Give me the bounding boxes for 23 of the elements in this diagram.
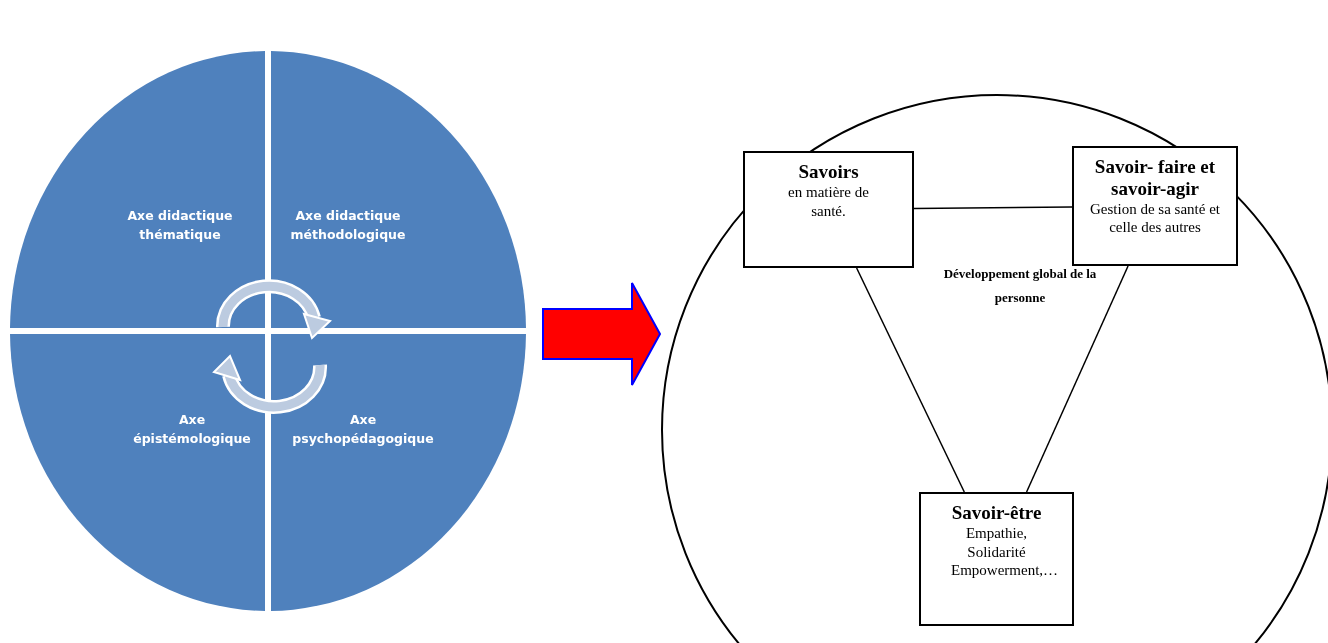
segment-label: Axe psychopédagogique <box>291 411 435 449</box>
box-heading: Savoir- faire et savoir-agir <box>1093 156 1217 200</box>
skill-box <box>743 151 914 268</box>
skill-box <box>919 492 1074 626</box>
box-heading: Savoir-être <box>950 502 1043 524</box>
skill-box <box>1072 146 1238 266</box>
quadrant-segment <box>10 51 265 328</box>
connector-line <box>1025 265 1129 493</box>
box-text: en matière de santé. <box>787 182 870 221</box>
quadrant-segment <box>10 334 265 611</box>
box-heading: Savoirs <box>797 161 860 183</box>
block-arrow <box>542 282 662 386</box>
segment-label: Axe didactique méthodologique <box>289 207 407 245</box>
center-label: Développement global de la personne <box>942 265 1098 308</box>
box-text: Empathie, Solidarité Empowerment,… <box>950 523 1060 581</box>
circle-outline <box>660 93 1328 643</box>
segment-label: Axe épistémologique <box>132 411 252 449</box>
segment-label: Axe didactique thématique <box>126 207 234 245</box>
connector-line <box>913 206 1073 210</box>
box-text: Gestion de sa santé et celle des autres <box>1089 199 1221 238</box>
quadrant-segment <box>271 51 526 328</box>
connector-line <box>855 267 966 493</box>
quadrant-segment <box>271 334 526 611</box>
